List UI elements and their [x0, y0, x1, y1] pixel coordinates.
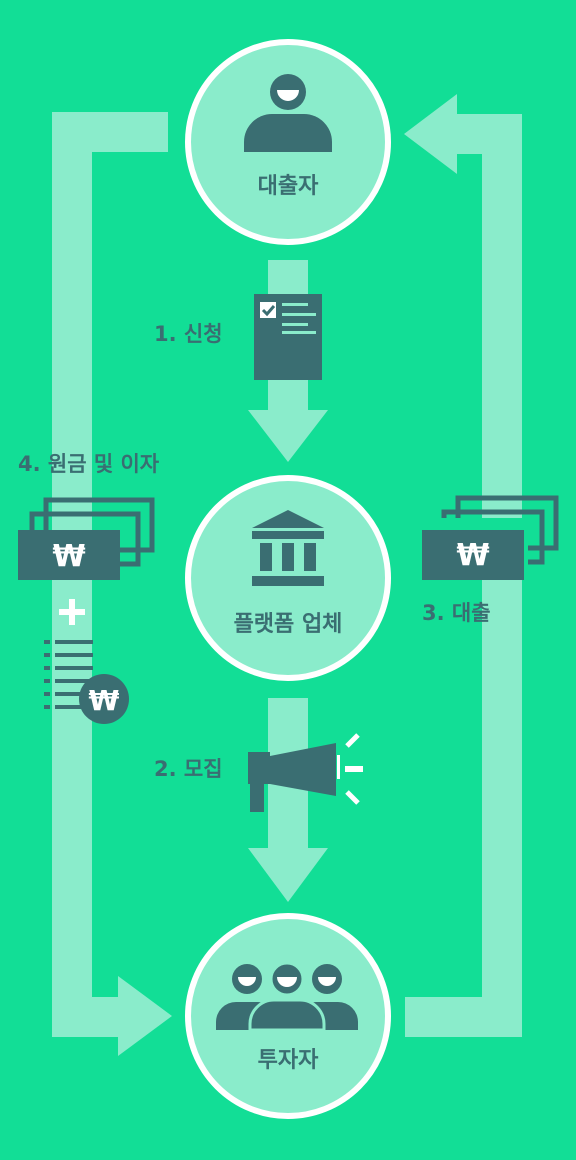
arrow-right-to-investors	[118, 976, 172, 1056]
step-label-repay: 4. 원금 및 이자	[18, 452, 160, 476]
node-investors	[185, 913, 391, 1119]
won-bills-plus-interest-icon: ₩ ₩	[18, 497, 155, 724]
svg-text:₩: ₩	[52, 539, 85, 574]
megaphone-icon	[248, 733, 363, 812]
person-icon	[244, 74, 332, 152]
step-label-apply: 1. 신청	[154, 322, 223, 346]
arrow-left-to-borrower	[404, 94, 457, 174]
arrow-down-to-platform	[248, 410, 328, 462]
arrow-down-to-investors	[248, 848, 328, 902]
document-check-icon	[254, 294, 322, 380]
ledger-lines-icon	[44, 640, 93, 709]
group-icon	[216, 961, 358, 1032]
node-label-borrower: 대출자	[257, 174, 319, 199]
svg-text:₩: ₩	[89, 684, 120, 717]
won-bills-icon: ₩	[422, 495, 559, 580]
step-label-loan: 3. 대출	[422, 601, 491, 625]
won-coin-icon	[79, 674, 129, 724]
repay-path-left	[52, 112, 172, 1056]
node-platform	[185, 475, 391, 681]
bank-icon	[252, 510, 324, 586]
node-borrower	[185, 39, 391, 245]
svg-text:₩: ₩	[456, 538, 489, 573]
node-label-platform: 플랫폼 업체	[233, 612, 343, 637]
node-label-investors: 투자자	[257, 1048, 319, 1073]
step-label-recruit: 2. 모집	[154, 757, 223, 781]
